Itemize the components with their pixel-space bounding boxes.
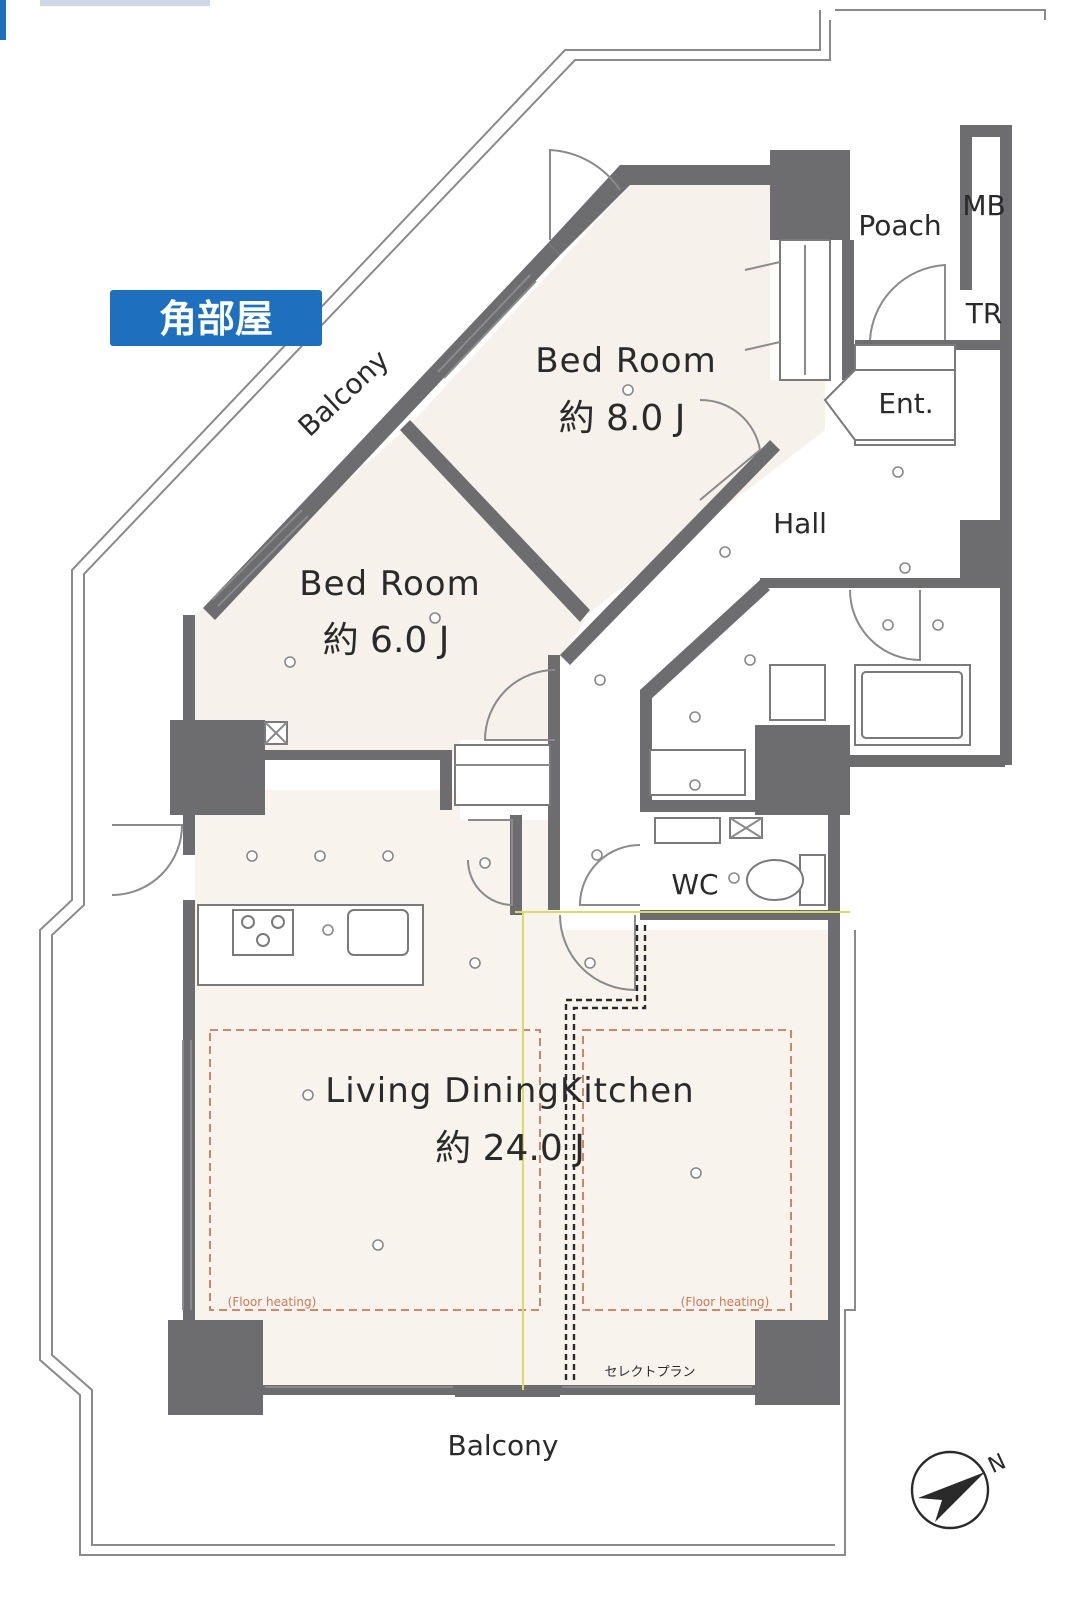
select-plan-partition [515,911,850,1390]
compass-north-label: N [985,1449,1010,1479]
top-strip [40,0,210,6]
ldk-area: 約 24.0 J [435,1128,585,1169]
fixtures [197,239,971,986]
wc-label: WC [671,868,718,901]
lower-balcony-label: Balcony [448,1429,559,1462]
walls [168,125,1012,1415]
corner-room-badge [110,290,322,346]
balcony-outline [39,9,1046,1556]
bedroom-large-area: 約 8.0 J [559,398,686,439]
floor-heating-right-label: (Floor heating) [681,1295,770,1309]
select-plan-label: セレクトプラン [604,1365,695,1380]
ceiling-lights [246,384,944,1251]
hall-label: Hall [773,507,827,540]
bedroom-small-name: Bed Room [299,564,480,604]
floor-heating-left-label: (Floor heating) [228,1295,317,1309]
compass-arrow-icon: N [910,1449,1010,1530]
porch-label: Poach [858,209,941,242]
mb-label: MB [962,189,1005,222]
tr-label: TR [965,297,1003,330]
top-blue-tab [0,0,6,40]
ldk-name: Living DiningKitchen [325,1071,694,1111]
bedroom-large-name: Bed Room [535,341,716,381]
entrance-label: Ent. [878,387,933,420]
windows [182,274,752,1388]
floor-heating-zones [209,1029,792,1311]
doors [111,148,946,992]
corner-room-badge-text: 角部屋 [159,297,273,341]
bedroom-small-area: 約 6.0 J [323,620,450,661]
